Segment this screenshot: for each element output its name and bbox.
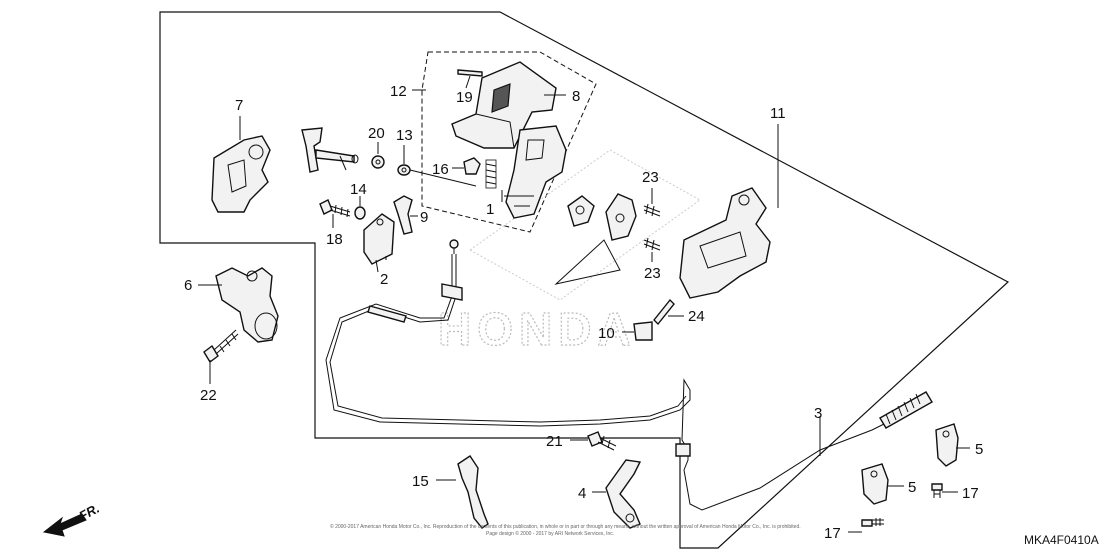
part-6-bracket[interactable]: [215, 267, 279, 343]
callout-8: 8: [572, 88, 580, 105]
front-direction-arrow: FR.: [42, 501, 102, 537]
part-13-washer[interactable]: [397, 164, 411, 176]
assembly-boundary: [159, 11, 1010, 549]
callout-1: 1: [486, 201, 494, 218]
part-16-nut[interactable]: [463, 157, 481, 175]
callout-13: 13: [396, 127, 413, 144]
callout-17-upper: 17: [962, 485, 979, 502]
cam-plate[interactable]: [567, 195, 595, 227]
copyright-line-1: © 2000-2017 American Honda Motor Co., In…: [330, 523, 801, 530]
honda-watermark: HONDA: [437, 149, 701, 356]
part-7-bracket[interactable]: [211, 135, 271, 213]
callout-21: 21: [546, 433, 563, 450]
callout-5-upper: 5: [975, 441, 983, 458]
part-3-cable[interactable]: [325, 239, 933, 511]
callout-6: 6: [184, 277, 192, 294]
part-11-housing[interactable]: [679, 187, 771, 299]
part-20-lever[interactable]: [301, 127, 359, 173]
callout-2: 2: [380, 271, 388, 288]
part-4-clamp[interactable]: [605, 459, 642, 529]
callout-18: 18: [326, 231, 343, 248]
part-23-spring-lower[interactable]: [643, 237, 661, 251]
part-5-clip-lower[interactable]: [861, 463, 889, 505]
callout-4: 4: [578, 485, 586, 502]
part-17-screw-upper[interactable]: [931, 483, 943, 498]
part-22-bolt[interactable]: [203, 329, 239, 364]
part-1-lever-body[interactable]: [505, 125, 567, 219]
part-19-pin[interactable]: [457, 69, 483, 77]
callout-16: 16: [432, 161, 449, 178]
part-17-screw-lower[interactable]: [861, 518, 884, 527]
callout-11: 11: [770, 105, 786, 122]
part-20-washer[interactable]: [371, 155, 385, 169]
part-23-spring-upper[interactable]: [643, 203, 661, 217]
callout-23-upper: 23: [642, 169, 659, 186]
callout-9: 9: [420, 209, 428, 226]
part-9-clip[interactable]: [393, 195, 413, 235]
callout-7: 7: [235, 97, 243, 114]
callout-10: 10: [598, 325, 615, 342]
part-8-grip-cover[interactable]: [451, 61, 557, 149]
callout-15: 15: [412, 473, 429, 490]
subassembly-boundary: [421, 51, 597, 233]
callout-5-lower: 5: [908, 479, 916, 496]
part-21-bolt[interactable]: [587, 431, 617, 451]
part-2-switch[interactable]: [363, 213, 395, 273]
callout-22: 22: [200, 387, 217, 404]
callout-14: 14: [350, 181, 367, 198]
callout-19: 19: [456, 89, 473, 106]
copyright-line-2: Page design © 2000 - 2017 by ARI Network…: [486, 530, 614, 537]
watermark-text: HONDA: [438, 303, 637, 355]
callout-20: 20: [368, 125, 385, 142]
callout-12: 12: [390, 83, 407, 100]
callout-3: 3: [814, 405, 822, 422]
cam-lever[interactable]: [605, 193, 637, 241]
part-14-nut[interactable]: [354, 206, 366, 220]
part-18-bolt[interactable]: [319, 199, 351, 218]
callout-17-lower: 17: [824, 525, 841, 542]
part-5-clip-upper[interactable]: [935, 423, 959, 467]
diagram-code: MKA4F0410A: [1024, 533, 1099, 547]
callout-23-lower: 23: [644, 265, 661, 282]
part-10-clip[interactable]: [633, 321, 653, 341]
callout-24: 24: [688, 308, 705, 325]
part-15-band[interactable]: [457, 455, 489, 529]
part-16-spring[interactable]: [485, 159, 497, 189]
part-24-pin[interactable]: [653, 298, 675, 326]
